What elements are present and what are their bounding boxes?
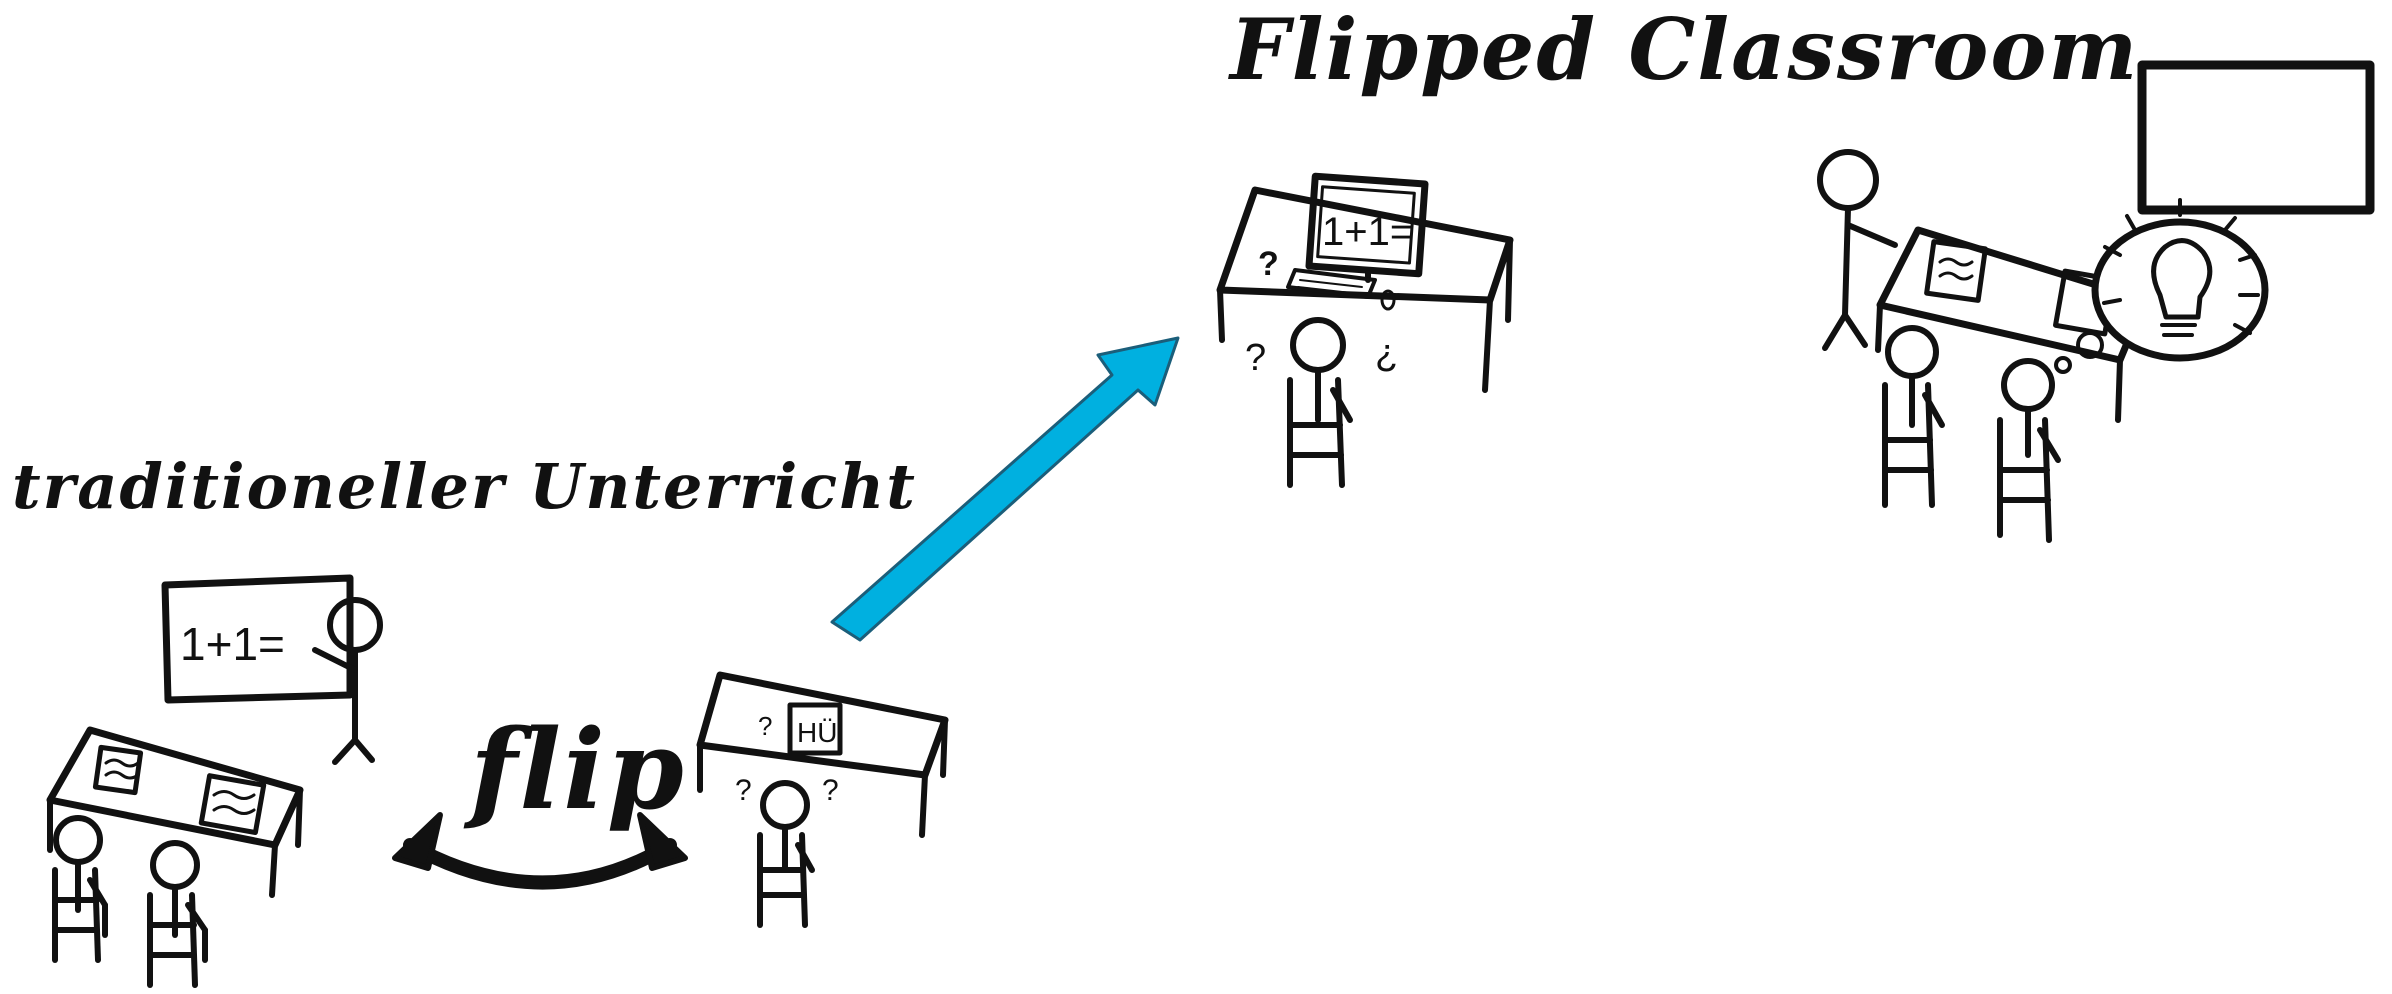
question-mark: ? (1258, 245, 1279, 283)
question-mark: ? (735, 774, 752, 807)
student-stick-figure-icon (1882, 325, 1945, 508)
traditional-classroom-scene: 1+1= (46, 574, 383, 988)
flipped-classroom-title: Flipped Classroom (1230, 0, 2140, 99)
student-stick-figure-icon (52, 815, 108, 963)
inverted-question-mark: ¿ (1375, 332, 1398, 374)
homework-sheet-text: HÜ (797, 717, 837, 748)
blackboard-icon (2137, 60, 2375, 215)
blackboard-text: 1+1= (180, 618, 285, 670)
student-stick-figure-icon: ? ? (735, 774, 839, 928)
question-mark: ? (758, 711, 772, 741)
keyboard-icon (1286, 268, 1377, 299)
student-stick-figure-icon (1997, 358, 2061, 543)
desk-icon: HÜ ? (696, 671, 949, 838)
desk-icon (46, 726, 304, 898)
homework-scene: HÜ ? ? ? (696, 671, 949, 928)
question-mark: ? (822, 774, 839, 807)
classroom-scene (1817, 60, 2375, 543)
flip-arrow-icon (392, 812, 688, 890)
student-stick-figure-icon: ? ¿ (1245, 317, 1398, 488)
monitor-text: 1+1= (1322, 210, 1413, 254)
blackboard-icon: 1+1= (161, 574, 354, 704)
computer-icon: 1+1= (1286, 172, 1429, 311)
flip-label: flip (470, 705, 686, 834)
homework-sheet-icon (787, 702, 843, 756)
student-stick-figure-icon (147, 840, 208, 988)
teacher-stick-figure-icon (312, 597, 383, 765)
question-mark: ? (1245, 337, 1266, 379)
home-learning-scene: 1+1= ? ? ¿ (1216, 172, 1514, 488)
mouse-icon (1380, 289, 1396, 311)
transition-arrow-icon (830, 336, 1180, 642)
teacher-stick-figure-icon (1817, 149, 1898, 351)
lightbulb-icon (2054, 198, 2269, 374)
traditional-teaching-title: traditioneller Unterricht (12, 450, 917, 523)
